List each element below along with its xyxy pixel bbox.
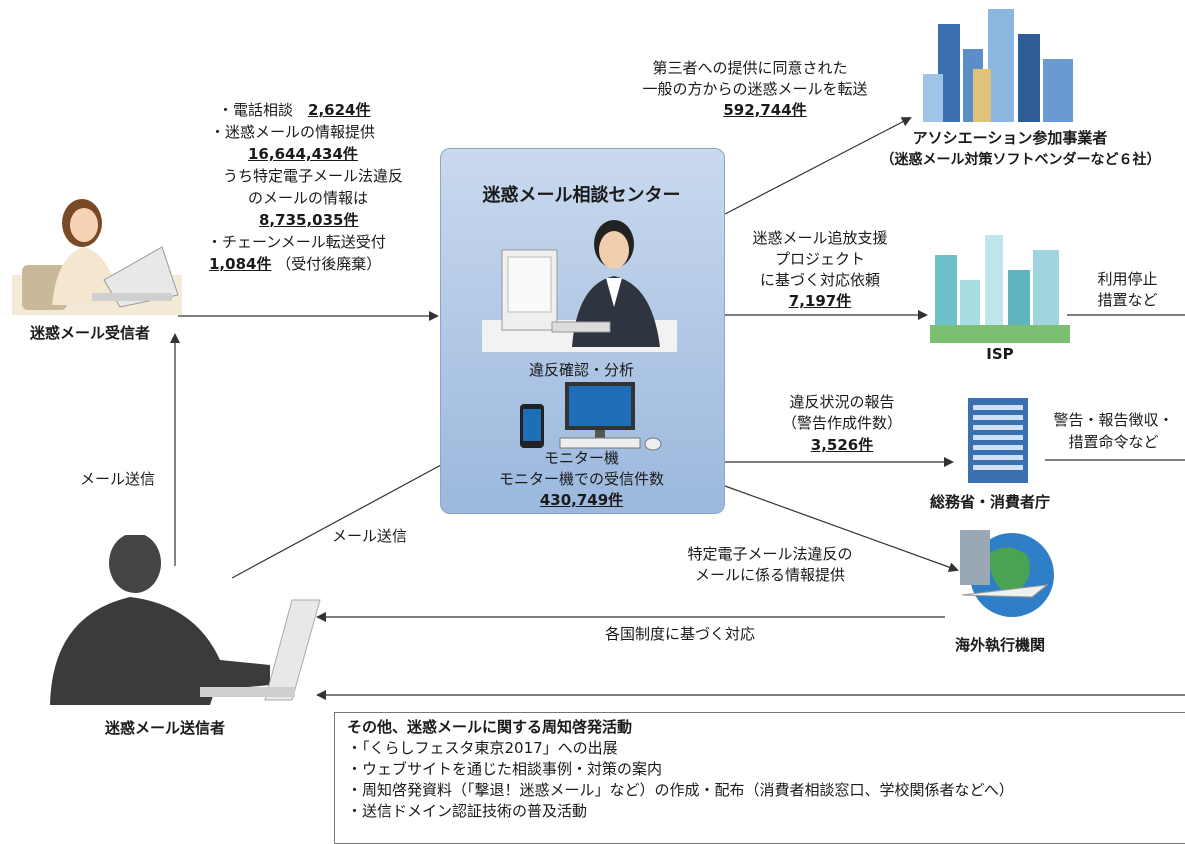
globe-illustration	[952, 525, 1062, 620]
receiver-info-line: ・迷惑メールの情報提供	[210, 123, 376, 141]
isp-action-line2: 措置など	[1097, 291, 1158, 309]
ministry-action-line1: 警告・報告徴収・	[1053, 411, 1174, 429]
arrow-center-to-association	[724, 117, 912, 215]
ministry-building-illustration	[958, 393, 1038, 483]
arrow-sender-to-center	[231, 451, 467, 579]
association-buildings-illustration	[918, 4, 1083, 122]
notice-item: ・周知啓発資料（「撃退！迷惑メール」など）の作成・配布（消費者相談窓口、学校関係…	[347, 781, 1014, 799]
ministry-flow-line1: 違反状況の報告	[789, 393, 895, 411]
receiver-phone-prefix: ・電話相談	[218, 101, 309, 119]
center-title: 迷惑メール相談センター	[482, 185, 681, 206]
notice-item: ・ウェブサイトを通じた相談事例・対策の案内	[347, 760, 663, 778]
ministry-label: 総務省・消費者庁	[929, 493, 1050, 511]
monitor-illustration	[515, 378, 665, 458]
center-monitor-count: 430,749件	[539, 491, 624, 509]
overseas-flow-line1: 特定電子メール法違反の	[687, 545, 853, 563]
association-flow-value: 592,744件	[723, 101, 807, 119]
isp-label: ISP	[986, 345, 1014, 363]
send-mail-right: メール送信	[332, 527, 408, 545]
overseas-response: 各国制度に基づく対応	[604, 625, 755, 643]
arrow-center-to-overseas	[724, 485, 959, 572]
receiver-violation-value: 8,735,035件	[259, 211, 359, 229]
sender-label: 迷惑メール送信者	[104, 719, 225, 737]
isp-flow-value: 7,197件	[788, 292, 852, 310]
association-flow-line1: 第三者への提供に同意された	[652, 59, 848, 77]
association-flow-line2: 一般の方からの迷惑メールを転送	[642, 80, 868, 98]
operator-illustration	[482, 212, 677, 352]
receiver-label: 迷惑メール受信者	[29, 324, 150, 342]
receiver-violation-line2: のメールの情報は	[248, 189, 369, 207]
receiver-chain-note: （受付後廃棄）	[276, 255, 382, 273]
ministry-flow-value: 3,526件	[810, 436, 874, 454]
isp-flow-line3: に基づく対応依頼	[759, 271, 880, 289]
center-monitor: モニター機	[543, 449, 619, 467]
receiver-chain-line: ・チェーンメール転送受付	[207, 233, 386, 251]
isp-flow-line1: 迷惑メール追放支援	[752, 229, 888, 247]
notice-title: その他、迷惑メールに関する周知啓発活動	[347, 718, 633, 736]
receiver-phone-line: ・電話相談 2,624件	[218, 101, 370, 120]
overseas-flow-line2: メールに係る情報提供	[694, 566, 845, 584]
isp-action-line1: 利用停止	[1097, 270, 1158, 288]
receiver-chain-value: 1,084件	[209, 255, 272, 273]
receiver-illustration	[12, 185, 182, 315]
association-label: アソシエーション参加事業者	[912, 129, 1108, 147]
ministry-action-line2: 措置命令など	[1068, 433, 1159, 451]
notice-item: ・「くらしフェスタ東京2017」への出展	[347, 739, 618, 757]
association-sublabel: （迷惑メール対策ソフトベンダーなど６社）	[880, 152, 1161, 168]
send-mail-left: メール送信	[80, 470, 156, 488]
sender-illustration	[30, 533, 330, 705]
isp-flow-line2: プロジェクト	[774, 250, 865, 268]
receiver-chain-count-line: 1,084件 （受付後廃棄）	[209, 255, 381, 274]
isp-buildings-illustration	[930, 225, 1070, 343]
receiver-info-value: 16,644,434件	[248, 145, 358, 163]
notice-item: ・送信ドメイン認証技術の普及活動	[347, 802, 588, 820]
center-monitor-count-label: モニター機での受信件数	[498, 470, 664, 488]
ministry-flow-line2: （警告作成件数）	[781, 414, 902, 432]
awareness-activities-box: その他、迷惑メールに関する周知啓発活動 ・「くらしフェスタ東京2017」への出展…	[334, 712, 1185, 844]
center-analysis: 違反確認・分析	[528, 361, 634, 379]
receiver-violation-line1: うち特定電子メール法違反	[223, 167, 404, 185]
overseas-label: 海外執行機関	[954, 636, 1045, 654]
receiver-phone-value: 2,624件	[308, 101, 371, 119]
